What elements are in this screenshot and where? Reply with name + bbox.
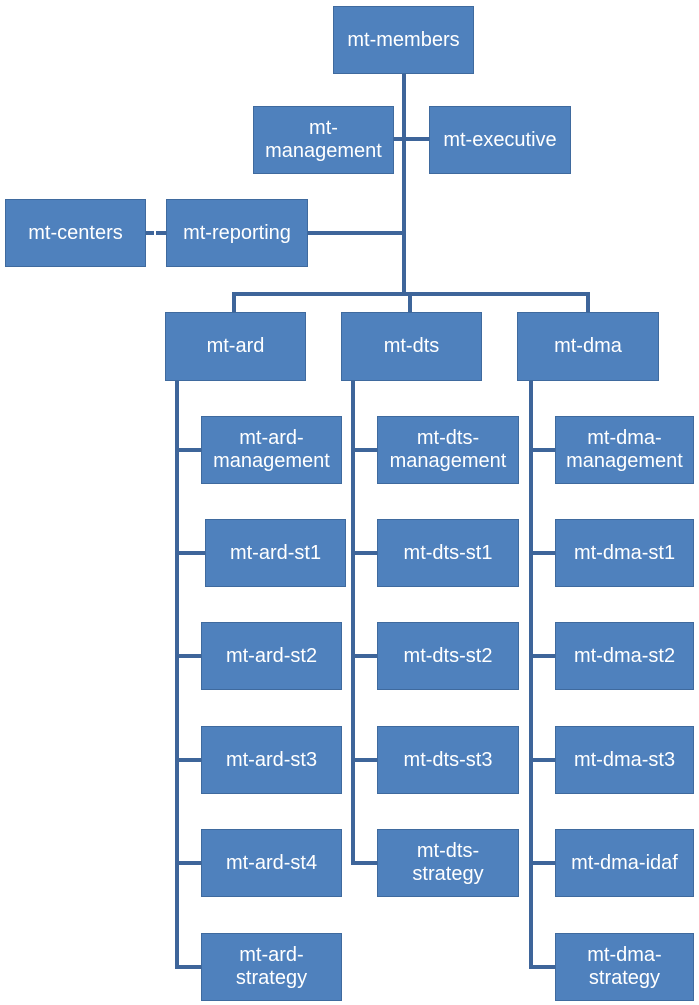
node-label: mt-dts [383, 335, 440, 357]
node-label: mt-ard-st4 [225, 851, 318, 874]
node-mt-dma-st3[interactable]: mt-dma-st3 [555, 726, 694, 794]
node-label: mt-dts- management [389, 427, 507, 472]
node-label: mt-dts-st3 [403, 748, 493, 771]
node-label: mt-members [347, 28, 460, 51]
node-mt-ard-st3[interactable]: mt-ard-st3 [201, 726, 342, 794]
node-label: mt-ard- management [213, 427, 330, 472]
node-mt-dma-management[interactable]: mt-dma- management [555, 416, 694, 484]
node-label: mt-dma-idaf [571, 851, 678, 874]
node-label: mt-dma-st3 [573, 748, 676, 771]
node-label: mt-ard- strategy [235, 944, 308, 989]
node-label: mt-ard-st2 [225, 644, 318, 667]
node-mt-ard-strategy[interactable]: mt-ard- strategy [201, 933, 342, 1001]
node-label: mt-ard-st1 [229, 541, 322, 564]
node-mt-centers[interactable]: mt-centers [5, 199, 146, 267]
node-mt-executive[interactable]: mt-executive [429, 106, 571, 174]
node-mt-ard-st2[interactable]: mt-ard-st2 [201, 622, 342, 690]
connector-group [144, 72, 590, 969]
node-mt-ard-st1[interactable]: mt-ard-st1 [205, 519, 346, 587]
node-label: mt- management [265, 117, 382, 162]
node-mt-ard[interactable]: mt-ard [165, 312, 306, 381]
node-mt-dts[interactable]: mt-dts [341, 312, 482, 381]
node-mt-dma-strategy[interactable]: mt-dma- strategy [555, 933, 694, 1001]
node-mt-dts-st1[interactable]: mt-dts-st1 [377, 519, 519, 587]
node-label: mt-dts-st2 [403, 644, 493, 667]
node-mt-dma-st1[interactable]: mt-dma-st1 [555, 519, 694, 587]
node-mt-ard-st4[interactable]: mt-ard-st4 [201, 829, 342, 897]
node-label: mt-dma- strategy [587, 944, 662, 989]
node-mt-ard-management[interactable]: mt-ard- management [201, 416, 342, 484]
node-mt-dts-management[interactable]: mt-dts- management [377, 416, 519, 484]
node-label: mt-executive [443, 128, 557, 151]
node-mt-members[interactable]: mt-members [333, 6, 474, 74]
node-label: mt-dma- management [566, 427, 683, 472]
node-mt-dts-st3[interactable]: mt-dts-st3 [377, 726, 519, 794]
node-label: mt-centers [28, 221, 123, 244]
node-label: mt-dts- strategy [412, 840, 484, 885]
node-label: mt-dma [554, 335, 622, 357]
node-mt-dma-st2[interactable]: mt-dma-st2 [555, 622, 694, 690]
node-mt-dts-strategy[interactable]: mt-dts- strategy [377, 829, 519, 897]
node-mt-management[interactable]: mt- management [253, 106, 394, 174]
node-label: mt-ard [206, 335, 265, 357]
node-label: mt-reporting [183, 221, 291, 244]
node-label: mt-dts-st1 [403, 541, 493, 564]
node-label: mt-dma-st2 [573, 644, 676, 667]
node-label: mt-ard-st3 [225, 748, 318, 771]
node-mt-dma[interactable]: mt-dma [517, 312, 659, 381]
node-mt-dma-idaf[interactable]: mt-dma-idaf [555, 829, 694, 897]
node-mt-reporting[interactable]: mt-reporting [166, 199, 308, 267]
node-mt-dts-st2[interactable]: mt-dts-st2 [377, 622, 519, 690]
node-label: mt-dma-st1 [573, 541, 676, 564]
